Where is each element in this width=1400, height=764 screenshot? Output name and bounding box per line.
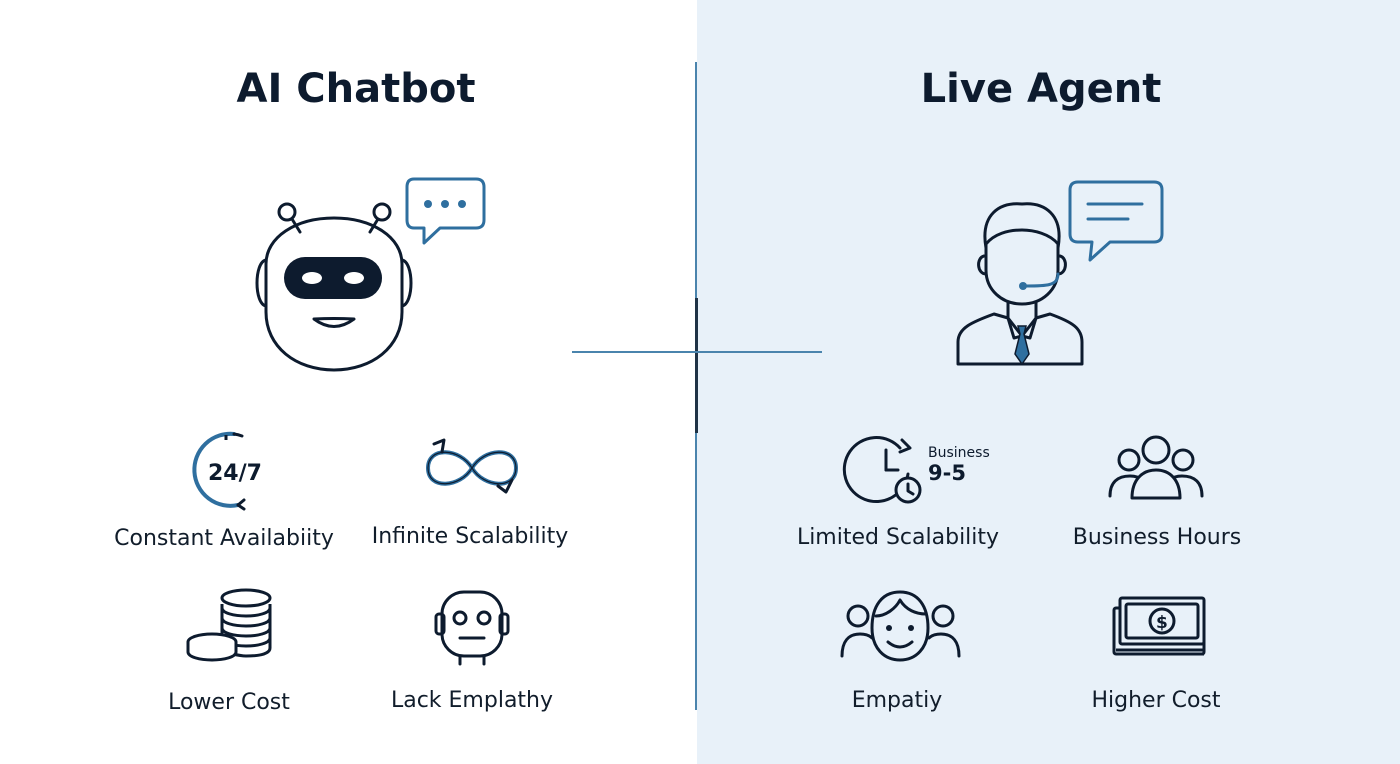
- feature-label-business-hours: Business Hours: [1072, 525, 1242, 550]
- robot-face-icon: [432, 586, 512, 668]
- live-agent-title: Live Agent: [920, 66, 1162, 112]
- feature-label-higher-cost: Higher Cost: [1091, 688, 1221, 713]
- feature-label-empathy: Empatiy: [851, 688, 943, 713]
- svg-text:$: $: [1156, 613, 1168, 633]
- ai-chatbot-title: AI Chatbot: [236, 66, 476, 112]
- smiling-person-group-icon: [838, 586, 963, 666]
- infinity-arrows-icon: [420, 436, 525, 500]
- horizontal-divider: [572, 351, 822, 353]
- feature-label-infinite-scalability: Infinite Scalability: [371, 524, 569, 549]
- clock-24-7-text: 24/7: [208, 461, 262, 486]
- feature-label-lack-empathy: Lack Emplathy: [390, 688, 554, 713]
- coin-stack-icon: [184, 586, 274, 666]
- feature-label-lower-cost: Lower Cost: [168, 690, 290, 715]
- ai-chatbot-panel: [0, 0, 697, 764]
- robot-with-speech-bubble-icon: [250, 172, 500, 382]
- clock-24-7-icon: 24/7: [184, 428, 274, 512]
- people-group-icon: [1106, 432, 1206, 502]
- feature-label-limited-scalability: Limited Scalability: [796, 525, 1000, 550]
- business-hours-range: 9-5: [928, 461, 966, 485]
- feature-label-constant-availability: Constant Availabiity: [114, 526, 334, 551]
- banknotes-icon: $: [1110, 594, 1210, 660]
- live-agent-panel: [697, 0, 1400, 764]
- headset-agent-with-speech-bubble-icon: [950, 178, 1170, 373]
- business-hours-label: Business: [928, 445, 990, 461]
- business-hours-clock-icon: Business 9-5: [842, 430, 992, 510]
- vertical-divider-center-mark: [695, 298, 698, 433]
